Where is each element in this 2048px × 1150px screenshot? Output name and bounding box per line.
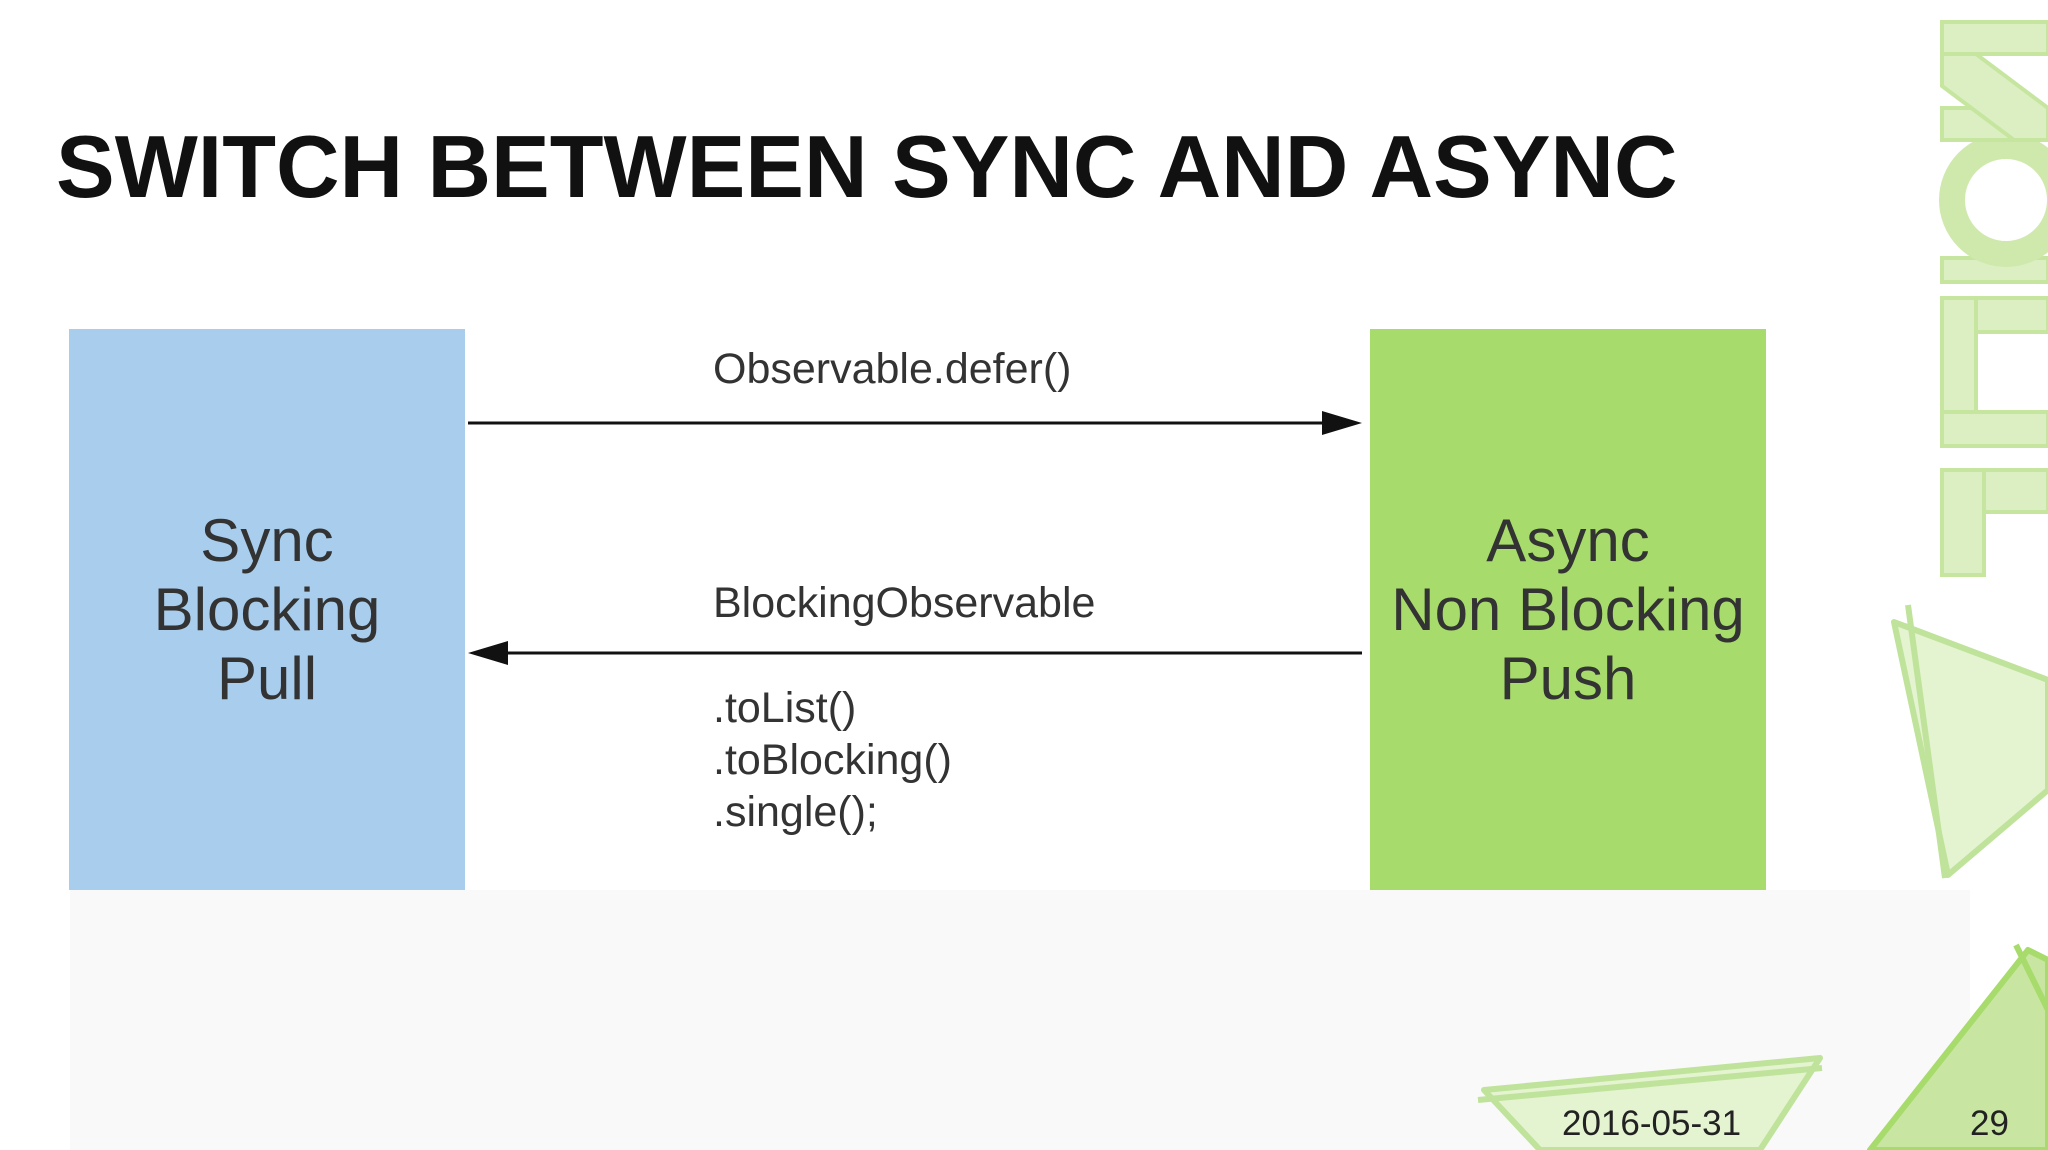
slide-title: SWITCH BETWEEN SYNC AND ASYNC	[56, 116, 1678, 216]
sync-box-line: Pull	[216, 645, 318, 712]
footer-date: 2016-05-31	[1562, 1104, 1742, 1143]
code-line: .toBlocking()	[713, 736, 952, 784]
code-line: .toList()	[713, 684, 857, 732]
trion-logo	[1939, 20, 2048, 577]
arrow-to-async-head	[1322, 411, 1362, 435]
code-line: .single();	[713, 788, 878, 836]
sync-box-line: Blocking	[153, 576, 381, 643]
sync-box: Sync Blocking Pull	[69, 329, 465, 890]
arrow-to-async-label: Observable.defer()	[713, 345, 1072, 393]
page-number: 29	[1970, 1104, 2009, 1143]
async-box: Async Non Blocking Push	[1370, 329, 1766, 890]
async-box-line: Async	[1486, 507, 1650, 574]
async-box-line: Push	[1499, 645, 1637, 712]
arrow-to-sync-label: BlockingObservable	[713, 579, 1096, 627]
async-box-line: Non Blocking	[1391, 576, 1745, 643]
arrow-to-sync-head	[468, 641, 508, 665]
code-snippet: .toList() .toBlocking() .single();	[713, 682, 952, 838]
sync-box-line: Sync	[200, 507, 334, 574]
